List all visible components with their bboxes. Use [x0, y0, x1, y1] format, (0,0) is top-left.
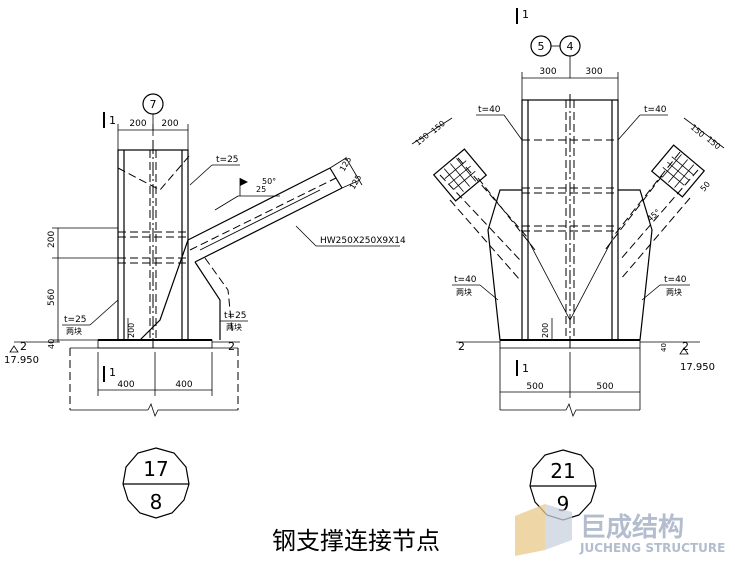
section-mark-bottom: 1 — [109, 366, 116, 379]
watermark-cn: 巨成结构 — [580, 513, 684, 543]
detail-number-left: 17 8 — [122, 447, 190, 519]
two-plates-left: 两块 — [66, 326, 82, 336]
dim-inner-200: 200 — [127, 323, 136, 338]
two-plates-right-r: 两块 — [666, 287, 682, 297]
bolt-dim-right-2: 150 — [705, 135, 722, 152]
elevation: 17.950 — [4, 355, 39, 366]
dim-left-200: 200 — [47, 231, 57, 248]
axis-label-left: 5 — [538, 40, 545, 53]
level-triangle-icon — [9, 345, 19, 353]
two-plates-right: 两块 — [226, 322, 242, 332]
brace — [139, 167, 343, 341]
dim-bottom-r1: 500 — [526, 382, 543, 392]
watermark-en: JUCHENG STRUCTURE — [579, 541, 725, 555]
brace-dim-1: 125 — [338, 155, 353, 173]
dim-top-r2: 300 — [585, 67, 602, 77]
detail-number-top: 17 — [143, 457, 168, 481]
dim-top-2: 200 — [161, 119, 178, 129]
plate-t40-left-top: t=40 — [478, 105, 501, 115]
dim-bottom-2: 400 — [175, 380, 192, 390]
dashed-gusset-top — [117, 154, 191, 191]
dim-40-right: 40 — [660, 343, 668, 352]
level-mark-right: 2 — [228, 340, 235, 353]
brace-section: HW250X250X9X14 — [320, 236, 406, 246]
axis-label: 7 — [150, 98, 157, 111]
plate-t25-right: t=25 — [224, 311, 247, 321]
plate-t40-left-bot: t=40 — [454, 275, 477, 285]
left-detail: 1 7 200 200 — [4, 93, 406, 519]
level-mark-left-r: 2 — [458, 340, 465, 353]
weld-flag-icon — [240, 178, 248, 186]
bolt-dim-left-2: 150 — [430, 119, 447, 136]
section-mark-bottom-r: 1 — [522, 362, 529, 375]
dim-200-right: 200 — [541, 323, 550, 338]
detail-number-bottom: 8 — [150, 490, 163, 514]
axis-label-right: 4 — [567, 40, 574, 53]
brace-angle-right: 45° — [646, 208, 663, 224]
gusset-right — [618, 189, 653, 341]
two-plates-left-r: 两块 — [456, 287, 472, 297]
plate-t25-left: t=25 — [64, 315, 87, 325]
weld-size: 25 — [256, 185, 266, 194]
right-detail: 1 5 4 300 300 — [411, 8, 725, 521]
section-mark-label: 1 — [109, 114, 116, 127]
detail-number-top-r: 21 — [550, 459, 575, 483]
bolt-dim-right-small: 50 — [699, 180, 712, 194]
plate-t25-top: t=25 — [216, 155, 239, 165]
level-mark-left: 2 — [20, 340, 27, 353]
level-mark-right-r: 2 — [682, 340, 689, 353]
bolt-dim-right-1: 150 — [689, 123, 706, 140]
level-triangle-icon-r — [679, 347, 689, 355]
dim-left-40: 40 — [47, 339, 56, 349]
dim-left-560: 560 — [47, 289, 57, 306]
brace-right — [604, 144, 706, 281]
section-mark-top: 1 — [522, 8, 529, 21]
dim-top-1: 200 — [129, 119, 146, 129]
plate-t40-right-bot: t=40 — [664, 275, 687, 285]
brace-left — [432, 148, 536, 281]
drawing-caption: 钢支撑连接节点 — [272, 527, 440, 555]
plate-t40-right-top: t=40 — [644, 105, 667, 115]
brace-angle: 50° — [262, 177, 276, 186]
dim-bottom-1: 400 — [117, 380, 134, 390]
watermark-logo: 巨成结构 JUCHENG STRUCTURE — [515, 504, 725, 556]
brace-dim-2: 125 — [348, 173, 363, 191]
weld-leader — [214, 195, 239, 211]
break-line — [147, 402, 238, 418]
dim-bottom-r2: 500 — [596, 382, 613, 392]
dim-top-r1: 300 — [539, 67, 556, 77]
elevation-right: 17.950 — [680, 362, 715, 373]
gusset-left — [487, 189, 522, 341]
